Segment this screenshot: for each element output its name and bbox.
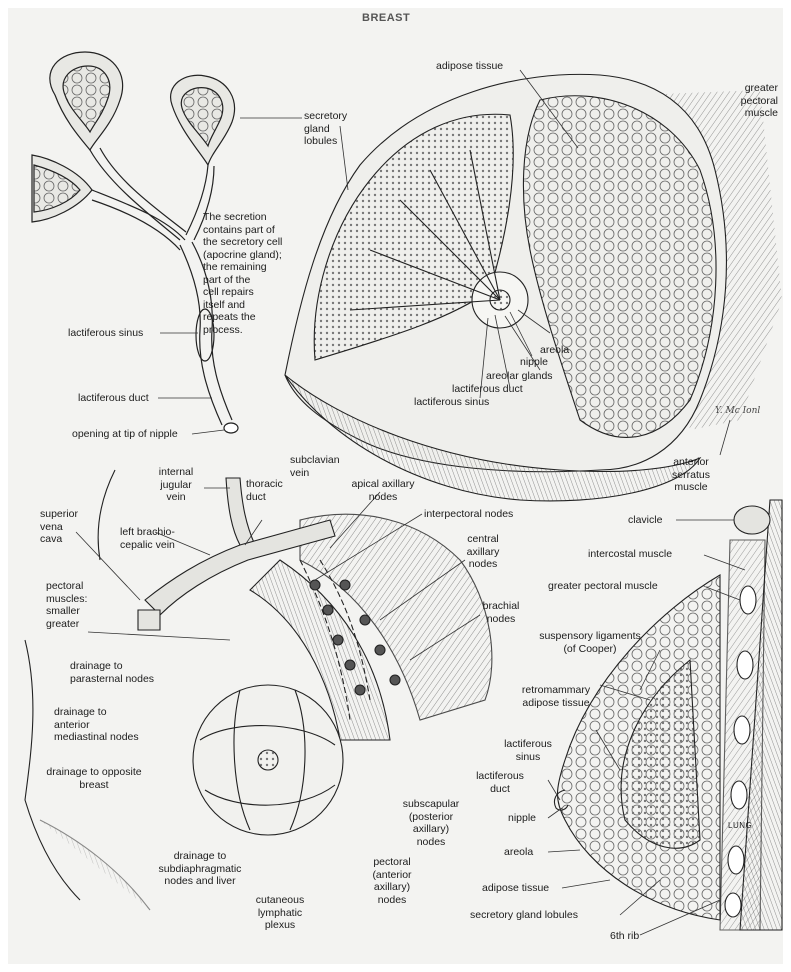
nipple-center — [258, 750, 278, 770]
nipple-opening — [224, 423, 238, 433]
torso-curve-top — [98, 470, 115, 560]
vena-cava — [138, 610, 160, 630]
sagittal-section-drawing — [554, 500, 782, 930]
label-intercostal-muscle: intercostal muscle — [588, 548, 672, 561]
label-lactiferous-sinus-left: lactiferous sinus — [68, 327, 143, 340]
artist-signature: Y. Mc Ionl — [715, 406, 760, 416]
label-lactiferous-duct-left: lactiferous duct — [78, 392, 149, 405]
label-clavicle: clavicle — [628, 514, 662, 527]
breast-dissection-drawing — [285, 74, 782, 501]
label-secretory-gland-lobules-right: secretory gland lobules — [470, 909, 578, 922]
label-sixth-rib: 6th rib — [610, 930, 639, 943]
duct-branch-1b — [100, 148, 186, 232]
label-nipple-right: nipple — [508, 812, 536, 825]
label-interpectoral: interpectoral nodes — [424, 508, 513, 521]
label-adipose-tissue-top: adipose tissue — [436, 60, 503, 73]
label-areola-top: areola — [540, 344, 569, 357]
label-lactiferous-duct-top: lactiferous duct — [452, 383, 523, 396]
clavicle-section — [734, 506, 770, 534]
label-adipose-tissue-right: adipose tissue — [482, 882, 549, 895]
label-nipple-top: nipple — [520, 356, 548, 369]
label-lactiferous-sinus-top: lactiferous sinus — [414, 396, 489, 409]
label-suspensory-ligaments: suspensory ligaments(of Cooper) — [520, 630, 660, 655]
plate-title: BREAST — [362, 12, 410, 24]
skin-flap-lower — [40, 820, 150, 910]
label-greater-pectoral-muscle-right: greater pectoral muscle — [548, 580, 658, 593]
label-areolar-glands: areolar glands — [486, 370, 553, 383]
label-areola-right: areola — [504, 846, 533, 859]
label-left-brachiocephalic: left brachio-cepalic vein — [120, 526, 175, 551]
label-lung: LUNG — [728, 820, 752, 833]
label-opening-at-tip: opening at tip of nipple — [72, 428, 178, 441]
